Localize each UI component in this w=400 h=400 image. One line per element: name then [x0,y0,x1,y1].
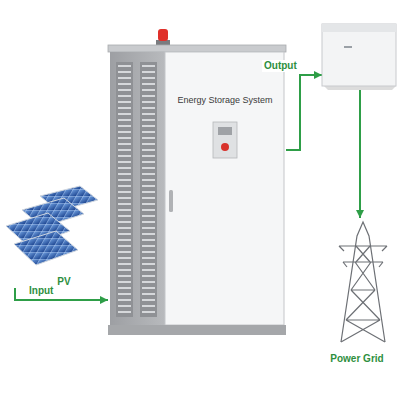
storage-cabinet-node: Energy Storage System [108,45,286,335]
status-display [218,127,232,135]
inverter-shadow [324,86,396,90]
component-label: PV [57,276,70,287]
component-label: Energy Storage System [177,95,272,105]
inverter-box [322,24,396,86]
control-panel [213,122,237,158]
emergency-button [221,143,229,151]
vent [116,62,133,317]
vent [140,62,157,317]
flow-label: Input [27,285,55,297]
pylon-bracing [341,246,385,342]
cabinet-top [108,45,286,52]
inverter [314,24,396,90]
flow-label: Output [262,60,299,72]
cabinet-plinth [108,325,286,335]
inverter-face [322,24,396,32]
power-pylon [339,222,387,342]
pylon-legs [341,222,385,342]
pylon-arms [339,246,387,267]
storage-cabinet [108,29,286,335]
vent-slits [118,66,155,312]
inverter-light [344,46,352,48]
arrow-head [356,210,364,218]
solar-panels [6,186,98,265]
door-handle [169,190,173,212]
beacon-light [158,29,168,41]
component-label: Power Grid [330,353,383,364]
solar-panel [14,231,78,265]
flow-arrow [286,75,360,218]
arrow-head [100,296,108,304]
component-node: PV [5,188,105,288]
cabinet-door [165,52,284,325]
cabinet-side [110,52,165,325]
component-node: Power Grid [316,218,398,368]
arrow-head [314,71,322,79]
